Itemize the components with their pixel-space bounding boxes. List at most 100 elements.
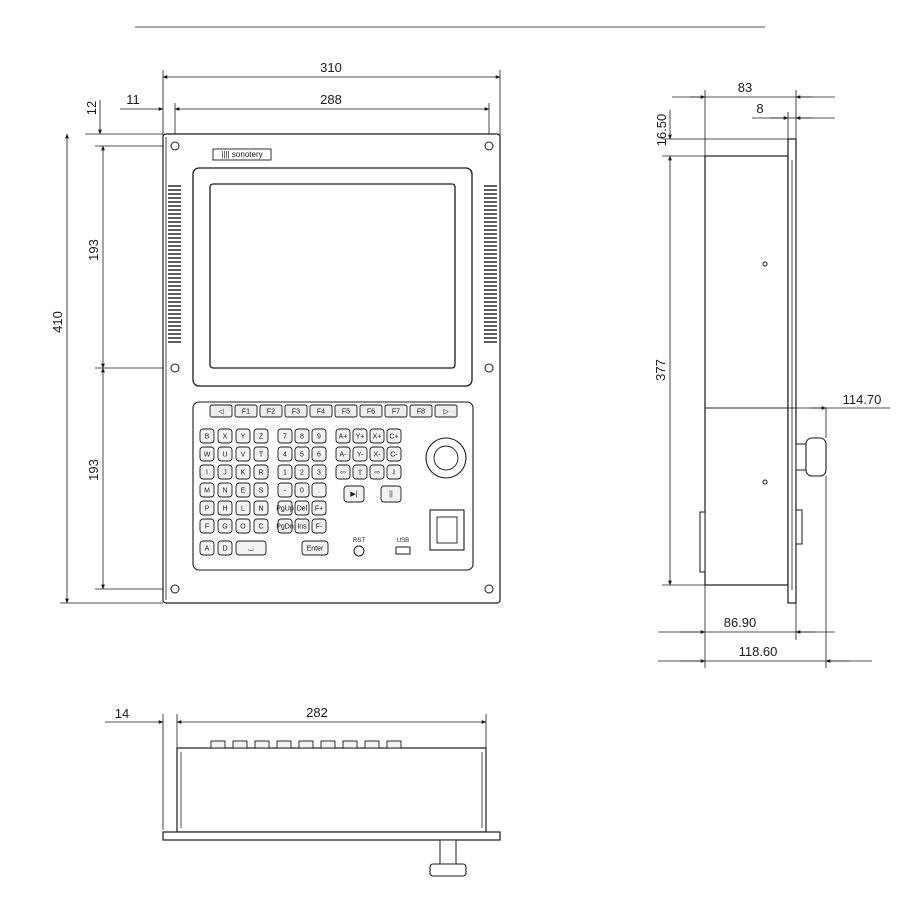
numeric-key[interactable] (311, 482, 327, 498)
function-key[interactable] (434, 404, 458, 418)
top-knob (429, 863, 467, 877)
enter-key[interactable] (301, 540, 329, 556)
function-key[interactable] (309, 404, 333, 418)
axis-key[interactable] (335, 464, 351, 480)
alpha-key[interactable] (217, 482, 233, 498)
bottom-key[interactable] (235, 540, 267, 556)
side-screw (762, 479, 768, 485)
alpha-key-label: Z (259, 433, 264, 440)
alpha-key[interactable] (217, 518, 233, 534)
alpha-key[interactable] (253, 446, 269, 462)
dim-top-offset: 16.50 (654, 114, 669, 147)
function-key[interactable] (234, 404, 258, 418)
top-view: 14 282 (105, 705, 501, 877)
numeric-key-label: 4 (283, 451, 287, 458)
alpha-key-label: B (205, 433, 210, 440)
axis-key[interactable] (386, 428, 402, 444)
numeric-key-label: Del (297, 505, 308, 512)
numeric-key[interactable] (294, 518, 310, 534)
dim-depth-total: 83 (738, 80, 752, 95)
axis-key[interactable] (352, 446, 368, 462)
numeric-key[interactable] (311, 464, 327, 480)
numeric-key[interactable] (277, 464, 293, 480)
numeric-key[interactable] (277, 500, 293, 516)
usb-port[interactable] (395, 546, 411, 555)
bottom-key[interactable] (199, 540, 215, 556)
alpha-key[interactable] (217, 500, 233, 516)
alpha-key[interactable] (199, 464, 215, 480)
axis-key-label: ⇦ (340, 469, 346, 476)
axis-key[interactable] (386, 464, 402, 480)
brand-label: |||| sonotery (221, 150, 262, 159)
bottom-key-label: A (205, 545, 210, 552)
bottom-key[interactable] (217, 540, 233, 556)
alpha-key[interactable] (235, 464, 251, 480)
function-key[interactable] (334, 404, 358, 418)
alpha-key[interactable] (235, 446, 251, 462)
alpha-key[interactable] (253, 428, 269, 444)
alpha-key[interactable] (253, 518, 269, 534)
alpha-key-label: O (240, 523, 246, 530)
numeric-key[interactable] (311, 518, 327, 534)
alpha-key-label: N (258, 505, 263, 512)
function-key[interactable] (359, 404, 383, 418)
bottom-key-label: D (222, 545, 227, 552)
axis-key[interactable] (352, 428, 368, 444)
alpha-key[interactable] (253, 482, 269, 498)
function-key[interactable] (209, 404, 233, 418)
numeric-key[interactable] (311, 500, 327, 516)
axis-key[interactable] (352, 464, 368, 480)
key-profile (386, 740, 402, 749)
axis-key[interactable] (369, 464, 385, 480)
axis-key-label: C- (390, 451, 398, 458)
alpha-key[interactable] (253, 464, 269, 480)
alpha-key[interactable] (217, 464, 233, 480)
axis-key-label: X- (374, 451, 382, 458)
alpha-key[interactable] (199, 518, 215, 534)
alpha-key[interactable] (217, 428, 233, 444)
stop-key-label: || (389, 491, 393, 498)
alpha-key[interactable] (199, 446, 215, 462)
function-key[interactable] (284, 404, 308, 418)
stop-key[interactable] (380, 485, 402, 503)
alpha-key[interactable] (199, 428, 215, 444)
dim-body-depth: 86.90 (724, 615, 757, 630)
axis-key[interactable] (369, 446, 385, 462)
numeric-key[interactable] (277, 428, 293, 444)
alpha-key-label: E (241, 487, 246, 494)
function-key[interactable] (409, 404, 433, 418)
numeric-key[interactable] (277, 482, 293, 498)
numeric-key[interactable] (294, 428, 310, 444)
numeric-key[interactable] (277, 518, 293, 534)
numeric-key[interactable] (294, 464, 310, 480)
alpha-key[interactable] (235, 500, 251, 516)
alpha-key[interactable] (217, 446, 233, 462)
alpha-key[interactable] (199, 500, 215, 516)
alpha-key[interactable] (199, 482, 215, 498)
numeric-key[interactable] (277, 446, 293, 462)
axis-key[interactable] (335, 446, 351, 462)
numeric-key[interactable] (294, 446, 310, 462)
alpha-key-label: K (241, 469, 246, 476)
axis-key[interactable] (335, 428, 351, 444)
start-key[interactable] (343, 485, 365, 503)
alpha-key[interactable] (253, 500, 269, 516)
axis-key-label: Y+ (356, 433, 365, 440)
function-key[interactable] (259, 404, 283, 418)
alpha-key-label: C (258, 523, 263, 530)
axis-key[interactable] (386, 446, 402, 462)
alpha-key-label: H (222, 505, 227, 512)
function-key[interactable] (384, 404, 408, 418)
alpha-key[interactable] (235, 518, 251, 534)
numeric-key[interactable] (311, 428, 327, 444)
reset-button[interactable] (353, 545, 365, 557)
alpha-key[interactable] (235, 482, 251, 498)
numeric-key[interactable] (294, 500, 310, 516)
alpha-key[interactable] (235, 428, 251, 444)
numeric-key[interactable] (294, 482, 310, 498)
side-knob-stem (795, 443, 807, 471)
numeric-key[interactable] (311, 446, 327, 462)
top-body (176, 747, 487, 833)
emergency-stop-button[interactable] (436, 516, 458, 544)
axis-key[interactable] (369, 428, 385, 444)
